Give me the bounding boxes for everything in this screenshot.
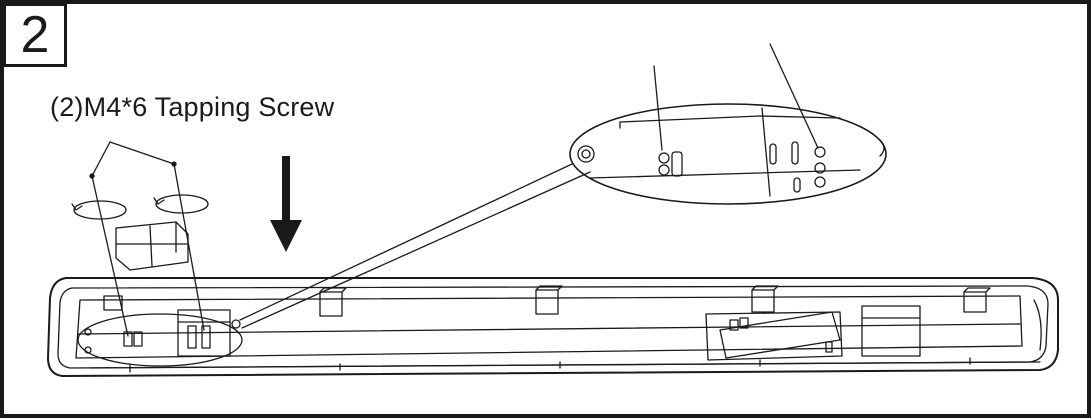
tapping-screws	[89, 141, 205, 337]
rotate-arrow-icon	[71, 194, 209, 220]
driver-box	[705, 305, 921, 361]
terminal-block-area	[77, 309, 243, 367]
down-arrow-icon	[270, 156, 302, 252]
screw-caption: (2)M4*6 Tapping Screw	[50, 92, 335, 122]
callout-leaders	[239, 43, 819, 329]
fixture-housing	[47, 277, 1059, 377]
step-number: 2	[20, 6, 50, 64]
step-number-box: 2	[3, 3, 67, 67]
terminal-cover	[115, 221, 189, 271]
magnifier-callout	[569, 103, 887, 205]
housing-clips	[103, 285, 991, 317]
